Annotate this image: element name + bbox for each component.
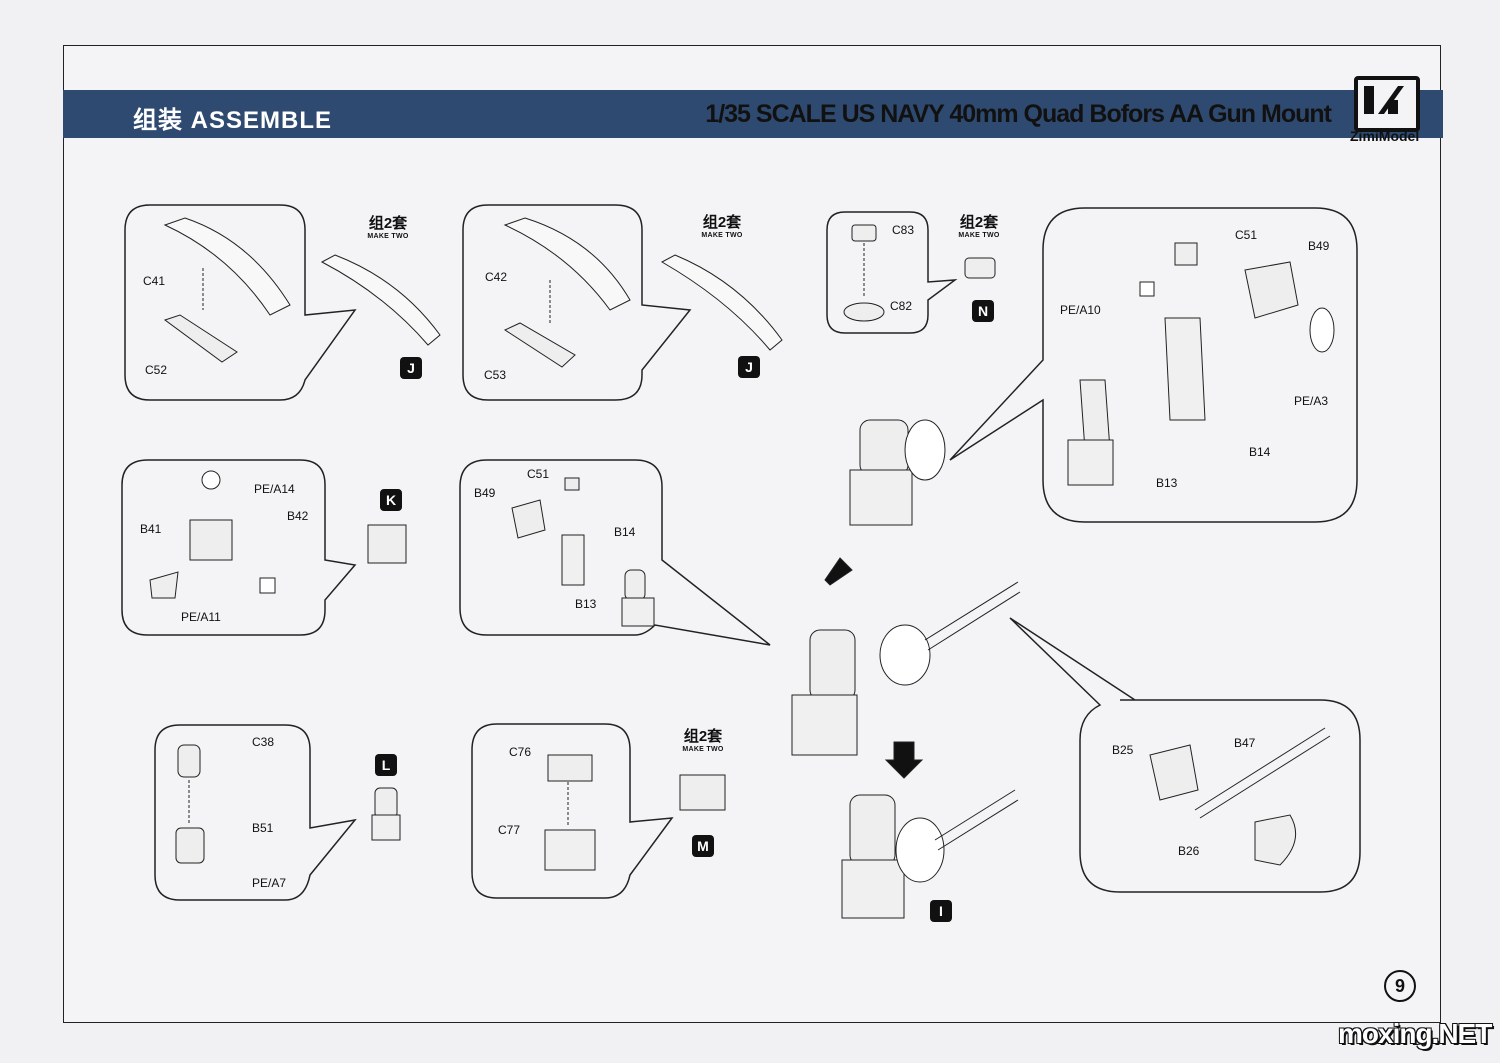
part-label: C52 bbox=[145, 363, 168, 377]
step-badge-j: J bbox=[738, 356, 760, 378]
callout-j2 bbox=[462, 204, 692, 401]
page-number: 9 bbox=[1384, 970, 1416, 1002]
part-label: C41 bbox=[143, 274, 166, 288]
step-badge-i: I bbox=[930, 900, 952, 922]
product-title: 1/35 SCALE US NAVY 40mm Quad Bofors AA G… bbox=[705, 100, 1332, 128]
part-label: C38 bbox=[252, 735, 275, 749]
part-label: C53 bbox=[484, 368, 507, 382]
part-label: C83 bbox=[892, 223, 915, 237]
part-label: PE/A14 bbox=[254, 482, 295, 496]
part-label: B26 bbox=[1178, 844, 1200, 858]
part-label: B14 bbox=[614, 525, 636, 539]
callout-big bbox=[949, 207, 1358, 523]
part-label: C42 bbox=[485, 270, 508, 284]
part-label: B42 bbox=[287, 509, 309, 523]
part-label: C76 bbox=[509, 745, 532, 759]
step-badge-l: L bbox=[375, 754, 397, 776]
callout-j1 bbox=[124, 204, 357, 401]
step-badge-n: N bbox=[972, 300, 994, 322]
brand-logo: ZimiModel bbox=[1350, 72, 1420, 146]
part-label: B25 bbox=[1112, 743, 1134, 757]
part-label: B51 bbox=[252, 821, 274, 835]
callout-n bbox=[826, 211, 958, 334]
part-label: B41 bbox=[140, 522, 162, 536]
part-label: PE/A3 bbox=[1294, 394, 1329, 408]
part-label: B49 bbox=[1308, 239, 1330, 253]
callout-barrel bbox=[1009, 617, 1361, 893]
brand-name: ZimiModel bbox=[1350, 128, 1420, 144]
callout-k bbox=[121, 459, 357, 636]
watermark: moxing.NET bbox=[1338, 1018, 1492, 1049]
part-label: PE/A10 bbox=[1060, 303, 1101, 317]
part-label: C51 bbox=[527, 467, 550, 481]
step-badge-j: J bbox=[400, 357, 422, 379]
logo-mark-icon bbox=[1354, 76, 1420, 132]
section-title: 组装 ASSEMBLE bbox=[133, 107, 333, 134]
callout-mid bbox=[459, 459, 771, 646]
part-label: C51 bbox=[1235, 228, 1258, 242]
step-badge-k: K bbox=[380, 489, 402, 511]
step-badge-m: M bbox=[692, 835, 714, 857]
part-label: B13 bbox=[575, 597, 597, 611]
part-label: PE/A11 bbox=[181, 610, 221, 624]
callout-l bbox=[154, 724, 357, 901]
part-label: B14 bbox=[1249, 445, 1271, 459]
part-label: B47 bbox=[1234, 736, 1256, 750]
part-label: B13 bbox=[1156, 476, 1178, 490]
part-label: C82 bbox=[890, 299, 913, 313]
callout-m bbox=[471, 723, 674, 899]
header-banner: 组装 ASSEMBLE 1/35 SCALE US NAVY 40mm Quad… bbox=[63, 90, 1443, 138]
part-label: B49 bbox=[474, 486, 496, 500]
part-label: PE/A7 bbox=[252, 876, 287, 890]
part-label: C77 bbox=[498, 823, 521, 837]
